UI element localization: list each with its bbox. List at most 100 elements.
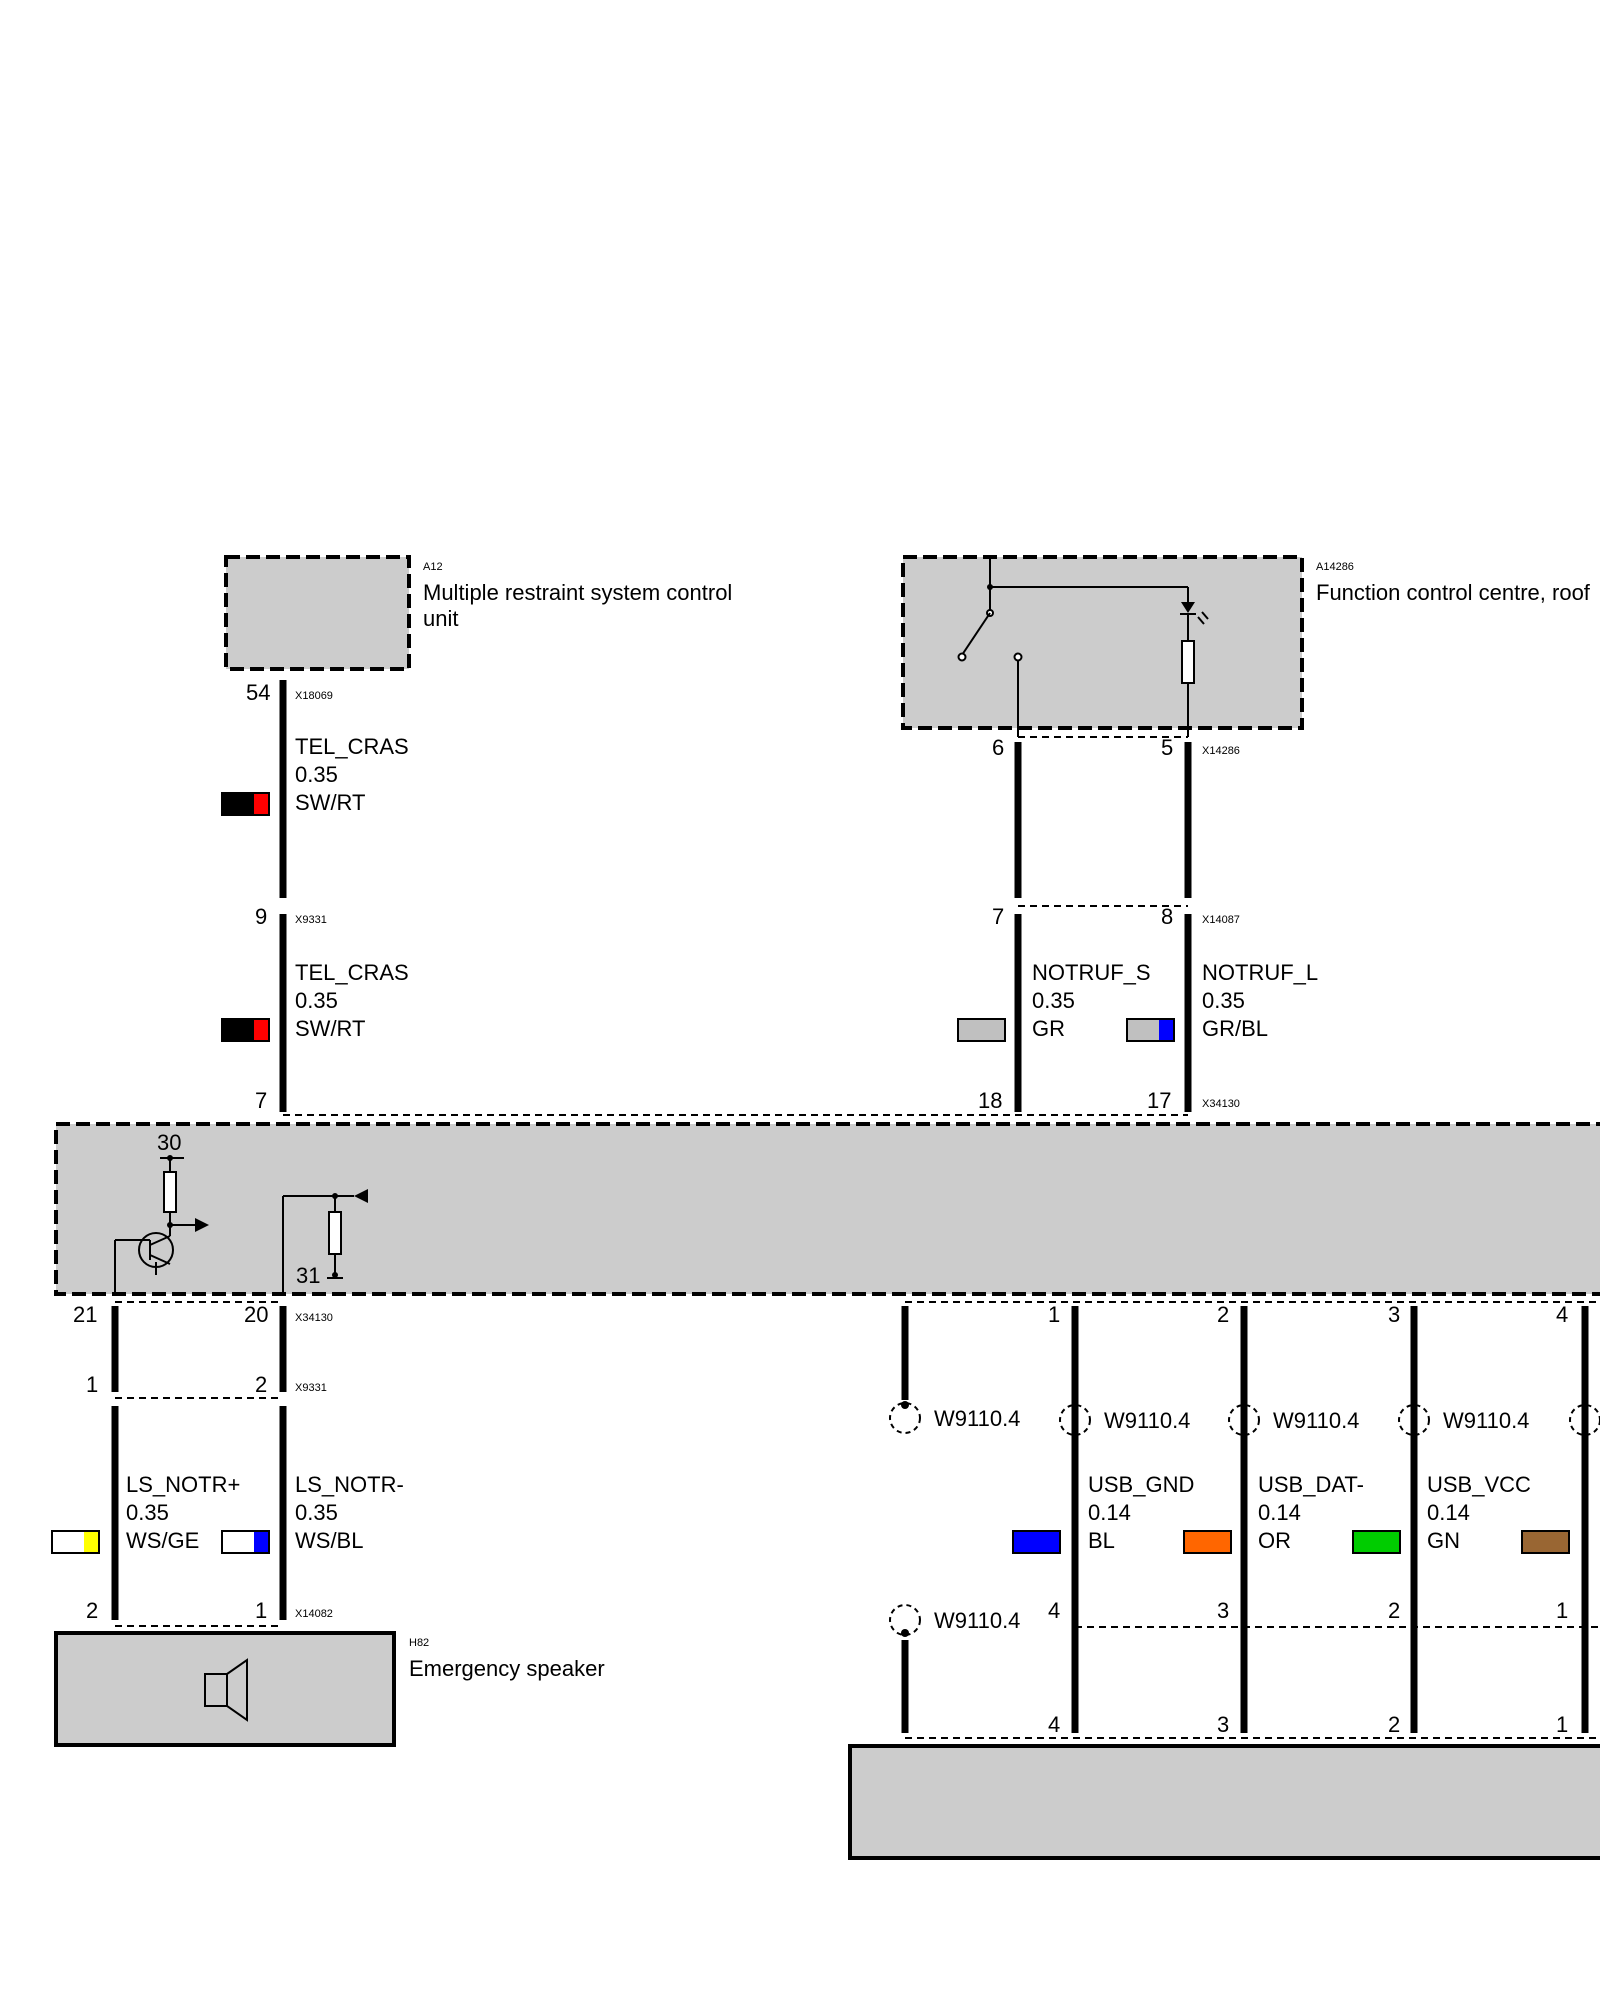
transistor-symbol [114, 1155, 209, 1294]
wire-tel-cras-1-signal: TEL_CRAS [295, 734, 409, 759]
usb-bot-pin-4: 4 [1048, 1712, 1060, 1737]
wire-notruf-s-color: GR [1032, 1016, 1065, 1041]
wire-usb-dat-signal: USB_DAT- [1258, 1472, 1364, 1497]
component-h82-box [54, 1631, 396, 1747]
wire-tel-cras-2-signal: TEL_CRAS [295, 960, 409, 985]
a14286-led-symbol [1180, 587, 1209, 737]
speaker-icon [204, 1658, 248, 1722]
pin-20: 20 [244, 1302, 268, 1327]
wire-usb-gnd-color: BL [1088, 1528, 1115, 1553]
wire-tel-cras-1-size: 0.35 [295, 762, 338, 787]
shield-label-4: W9110.4 [1443, 1408, 1529, 1433]
usb-mid-pin-3: 3 [1217, 1598, 1229, 1623]
swatch-bl [1012, 1530, 1061, 1554]
shield-marker-1 [889, 1401, 921, 1434]
pin-7b: 7 [992, 904, 1004, 929]
wire-notruf-l-size: 0.35 [1202, 988, 1245, 1013]
a14286-switch-symbol [957, 557, 1188, 737]
usb-mid-pin-2: 2 [1388, 1598, 1400, 1623]
shield-marker-5 [889, 1604, 921, 1637]
h82-name: Emergency speaker [409, 1656, 605, 1681]
wire-usb-gnd-size: 0.14 [1088, 1500, 1131, 1525]
connector-x9331-top: X9331 [295, 914, 327, 926]
swatch-gr [957, 1018, 1006, 1042]
usb-bot-pin-1: 1 [1556, 1712, 1568, 1737]
wire-notruf-l-color: GR/BL [1202, 1016, 1268, 1041]
connector-x9331-bottom: X9331 [295, 1382, 327, 1394]
pin-1a: 1 [86, 1372, 98, 1397]
pin-5: 5 [1161, 735, 1173, 760]
usb-mid-pin-1: 1 [1556, 1598, 1568, 1623]
wire-usb-gnd-signal: USB_GND [1088, 1472, 1194, 1497]
wire-ls-notr-p-signal: LS_NOTR+ [126, 1472, 240, 1497]
connector-x34130-bottom: X34130 [295, 1312, 333, 1324]
connector-x14087: X14087 [1202, 914, 1240, 926]
connector-x34130-top: X34130 [1202, 1098, 1240, 1110]
wire-tel-cras-1-color: SW/RT [295, 790, 365, 815]
usb-mid-pin-4: 4 [1048, 1598, 1060, 1623]
connector-x14082: X14082 [295, 1608, 333, 1620]
wire-usb-vcc-size: 0.14 [1427, 1500, 1470, 1525]
pin-9: 9 [255, 904, 267, 929]
pulldown-resistor-symbol [282, 1189, 368, 1294]
pin-1b: 1 [255, 1598, 267, 1623]
connector-x14286: X14286 [1202, 745, 1240, 757]
usb-top-pin-4: 4 [1556, 1302, 1568, 1327]
shield-marker-6 [1569, 1404, 1600, 1436]
central-module-box [54, 1122, 1600, 1296]
usb-bot-pin-3: 3 [1217, 1712, 1229, 1737]
wire-notruf-s-signal: NOTRUF_S [1032, 960, 1151, 985]
wire-usb-vcc-signal: USB_VCC [1427, 1472, 1531, 1497]
wire-ls-notr-p-color: WS/GE [126, 1528, 199, 1553]
swatch-gn [1352, 1530, 1401, 1554]
usb-top-pin-1: 1 [1048, 1302, 1060, 1327]
internal-pin-31: 31 [296, 1263, 320, 1288]
a14286-id: A14286 [1316, 561, 1354, 573]
a14286-name: Function control centre, roof [1316, 580, 1591, 605]
shield-marker-3 [1228, 1404, 1260, 1436]
shield-marker-4 [1398, 1404, 1430, 1436]
shield-label-3: W9110.4 [1273, 1408, 1359, 1433]
usb-top-pin-2: 2 [1217, 1302, 1229, 1327]
shield-label-2: W9110.4 [1104, 1408, 1190, 1433]
swatch-ws-bl [221, 1530, 270, 1554]
usb-top-pin-3: 3 [1388, 1302, 1400, 1327]
component-a12-box [224, 555, 411, 671]
swatch-gr-bl [1126, 1018, 1175, 1042]
wire-usb-dat-color: OR [1258, 1528, 1291, 1553]
pin-54: 54 [246, 680, 270, 705]
h82-id: H82 [409, 1637, 429, 1649]
pin-17: 17 [1147, 1088, 1171, 1113]
component-a14286-box [901, 555, 1304, 730]
wire-ls-notr-m-signal: LS_NOTR- [295, 1472, 404, 1497]
usb-bot-pin-2: 2 [1388, 1712, 1400, 1737]
wire-tel-cras-2-size: 0.35 [295, 988, 338, 1013]
wire-tel-cras-2-color: SW/RT [295, 1016, 365, 1041]
pin-6: 6 [992, 735, 1004, 760]
pin-18: 18 [978, 1088, 1002, 1113]
a12-name-1: Multiple restraint system control [423, 580, 732, 605]
pin-2a: 2 [255, 1372, 267, 1397]
shield-label-5: W9110.4 [934, 1608, 1020, 1633]
internal-pin-30: 30 [157, 1130, 181, 1155]
a12-id: A12 [423, 561, 443, 573]
swatch-sw-rt-1 [221, 792, 270, 816]
swatch-or [1183, 1530, 1232, 1554]
pin-21: 21 [73, 1302, 97, 1327]
shield-marker-2 [1059, 1404, 1091, 1436]
pin-7: 7 [255, 1088, 267, 1113]
pin-8: 8 [1161, 904, 1173, 929]
swatch-ws-ge [51, 1530, 100, 1554]
a12-name-2: unit [423, 606, 458, 631]
connector-x18069: X18069 [295, 690, 333, 702]
shield-label-1: W9110.4 [934, 1406, 1020, 1431]
wire-ls-notr-m-size: 0.35 [295, 1500, 338, 1525]
swatch-sw-rt-2 [221, 1018, 270, 1042]
wire-notruf-l-signal: NOTRUF_L [1202, 960, 1318, 985]
wire-usb-dat-size: 0.14 [1258, 1500, 1301, 1525]
swatch-brown [1521, 1530, 1570, 1554]
wire-notruf-s-size: 0.35 [1032, 988, 1075, 1013]
wire-ls-notr-p-size: 0.35 [126, 1500, 169, 1525]
